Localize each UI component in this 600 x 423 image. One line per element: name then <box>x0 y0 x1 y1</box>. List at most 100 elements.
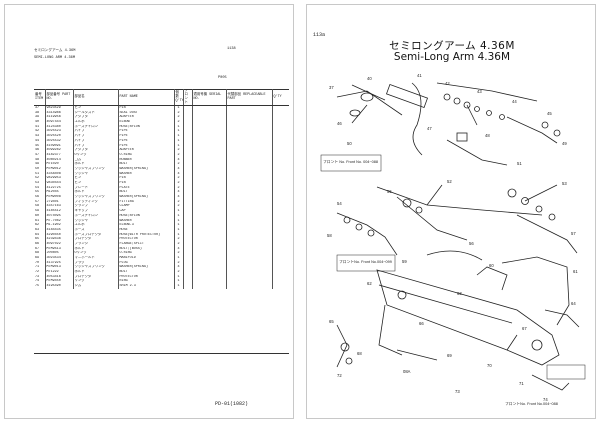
table-cell: 4195490 <box>44 284 73 289</box>
table-cell: 1 <box>173 256 183 261</box>
table-cell: 2 <box>173 176 183 181</box>
table-cell <box>191 284 226 289</box>
callout-number: 65 <box>329 319 334 324</box>
table-cell <box>225 115 272 121</box>
table-cell <box>225 265 272 271</box>
callout-number: 08A <box>403 369 411 374</box>
table-cell <box>225 218 272 224</box>
table-cell: 64 <box>35 232 40 237</box>
part-mark: P005 <box>218 76 227 80</box>
table-cell: 2 <box>173 152 183 158</box>
table-cell <box>271 199 289 205</box>
table-cell: WASHER(SPRING) <box>117 265 174 271</box>
table-cell <box>182 209 192 214</box>
table-cell: フィッティング <box>72 199 118 205</box>
callout-number: 55 <box>387 189 392 194</box>
table-cell: PIN <box>117 181 174 186</box>
table-cell <box>191 237 226 242</box>
table-cell: 2 <box>173 185 183 191</box>
table-cell <box>191 105 226 111</box>
table-cell <box>182 260 192 266</box>
table-cell <box>182 190 192 196</box>
table-cell <box>271 279 289 285</box>
table-cell: 4290450 <box>44 232 73 238</box>
table-cell: 9823529 <box>44 105 73 111</box>
table-cell: PIPE <box>117 134 174 139</box>
table-cell: ホース <box>72 227 118 233</box>
table-cell: ワッシャスプリング <box>72 195 118 200</box>
table-cell: WASHER <box>117 171 174 177</box>
table-cell: ワッシャ <box>72 218 118 224</box>
column-header: 個数 Q'TY <box>173 89 183 106</box>
table-cell: BOLT <box>117 162 174 167</box>
callout-number: 70 <box>487 363 492 368</box>
table-cell <box>191 265 226 271</box>
table-cell <box>191 279 226 285</box>
table-cell <box>182 213 192 219</box>
table-cell: 4119956 <box>44 115 73 121</box>
table-cell: 49 <box>35 162 40 167</box>
table-cell <box>182 284 192 289</box>
table-cell <box>191 124 226 130</box>
table-cell: 2 <box>173 237 183 242</box>
table-cell: エルボ <box>72 223 118 228</box>
table-cell: 70 <box>35 260 40 265</box>
table-cell: MANIFOLD <box>117 256 174 261</box>
table-cell: ELBOW-3 <box>117 223 174 228</box>
table-cell <box>225 246 272 252</box>
table-cell <box>191 209 226 214</box>
diagram-title-en: Semi-Long Arm 4.36M <box>393 51 511 63</box>
column-header: Q'TY <box>271 89 289 106</box>
table-cell: ADAPTER <box>117 115 174 121</box>
table-cell: 1 <box>173 138 183 144</box>
table-cell: 4074095 <box>44 213 73 219</box>
table-cell <box>191 181 226 186</box>
table-cell: 54 <box>35 185 40 190</box>
table-cell: 4 <box>173 171 183 177</box>
table-cell <box>182 185 192 191</box>
callout-number: 61 <box>573 269 578 274</box>
table-cell <box>182 256 192 261</box>
table-cell: SHIM 2.3 <box>117 284 174 289</box>
table-cell <box>271 129 289 135</box>
table-cell <box>271 270 289 275</box>
table-cell <box>182 105 192 111</box>
table-cell <box>191 157 226 163</box>
table-cell <box>271 260 289 266</box>
table-cell <box>182 115 192 121</box>
table-cell <box>182 279 192 285</box>
table-cell <box>271 195 289 200</box>
model-name-jp: セミロングアーム 4.36M <box>34 49 76 53</box>
callout-number: 43 <box>477 89 482 94</box>
table-cell: リング <box>72 279 118 285</box>
table-cell: ゴム <box>72 157 118 163</box>
table-cell <box>225 241 272 247</box>
table-cell <box>271 232 289 238</box>
table-cell: フランジ <box>72 241 118 247</box>
column-header: 適用号機 SERIAL NO. <box>191 89 226 106</box>
callout-number: 41 <box>417 73 422 78</box>
table-cell: 4099282 <box>44 148 73 153</box>
table-cell: 52 <box>35 176 40 181</box>
table-cell <box>182 218 192 224</box>
parts-list-page: 1138 セミロングアーム 4.36M SEMI-LONG ARM 4.36M … <box>4 4 294 419</box>
table-cell <box>225 171 272 177</box>
table-cell: 47 <box>35 152 40 157</box>
table-cell: ADAPTER <box>117 148 174 153</box>
table-cell: SEAL DUST <box>117 110 174 116</box>
callout-number: 48 <box>485 133 490 138</box>
table-cell <box>225 185 272 191</box>
table-cell: 72 <box>35 270 40 275</box>
table-cell: 37 <box>35 106 40 111</box>
table-cell: PIPE <box>117 129 174 135</box>
